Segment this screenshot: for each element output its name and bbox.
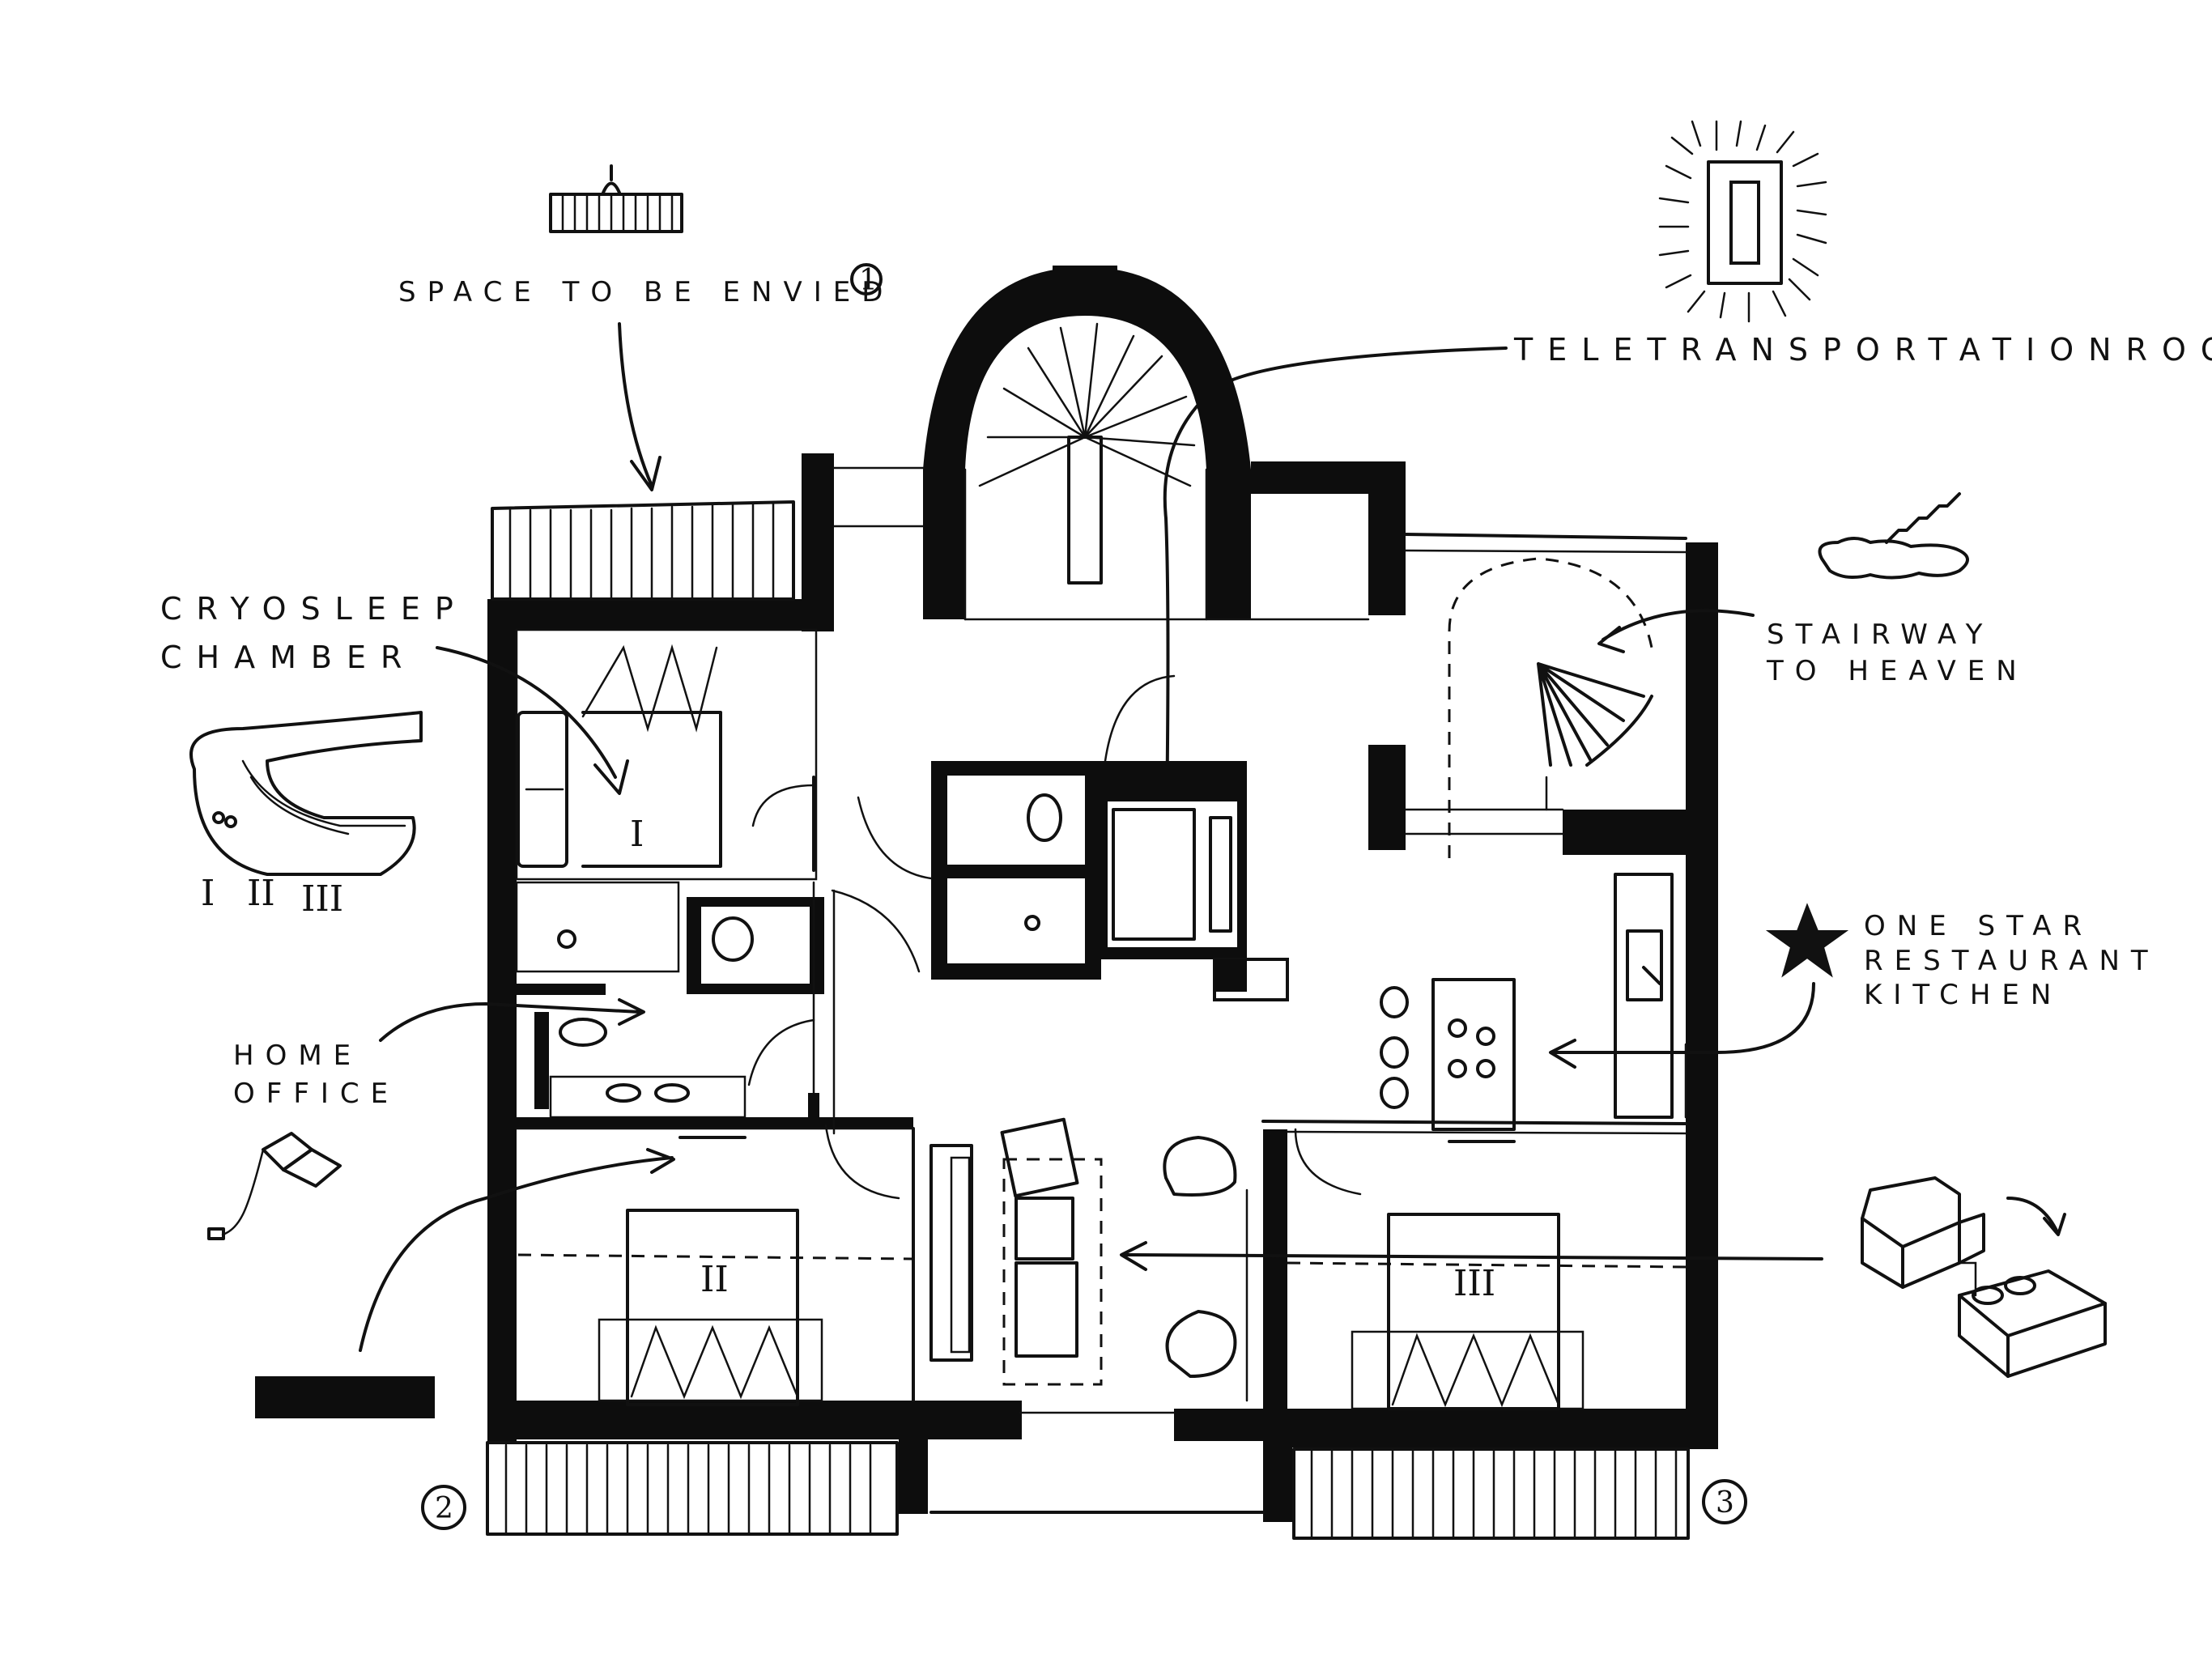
cryosleep-arrow xyxy=(436,646,629,795)
outer-walls xyxy=(487,266,1718,1522)
central-bath-block xyxy=(831,674,1289,1135)
sofa-icon xyxy=(1861,1176,1985,1289)
marker-3-circle xyxy=(1702,1479,1747,1524)
cryo-numeral-2: II xyxy=(247,873,275,914)
stairway-label-line2: TO HEAVEN xyxy=(1766,655,2028,687)
marker-3-label: 3 xyxy=(1716,1486,1734,1520)
restaurant-label-line3: KITCHEN xyxy=(1864,979,2062,1011)
black-bar-icon xyxy=(255,1376,435,1418)
kitchen xyxy=(1380,873,1687,1131)
fan-stair xyxy=(1537,662,1653,767)
room-I-label: I xyxy=(630,814,644,855)
cloud-stairs-icon xyxy=(1818,492,1969,580)
balcony-top-left xyxy=(491,500,795,601)
room-I xyxy=(515,628,818,881)
marker-1-circle xyxy=(850,263,883,295)
bottom-left-arrow xyxy=(359,1148,675,1352)
space-to-be-envied-label: SPACE TO BE ENVIED xyxy=(398,276,894,308)
room-II-label: II xyxy=(700,1259,729,1300)
space-arrow xyxy=(618,322,661,491)
cryosleep-label-line2: CHAMBER xyxy=(160,640,416,675)
room-III xyxy=(1261,1120,1687,1410)
room-II xyxy=(515,1117,915,1406)
stairway-room xyxy=(1404,533,1687,858)
home-office-label-line1: HOME xyxy=(233,1039,362,1072)
cryo-numeral-1: I xyxy=(201,873,215,914)
laptop-icon xyxy=(207,1132,342,1240)
restaurant-label-line1: ONE STAR xyxy=(1864,910,2093,942)
home-office-label-line2: OFFICE xyxy=(233,1078,399,1110)
radiator-icon xyxy=(549,164,683,233)
bed-arrow xyxy=(1120,1241,1823,1271)
marker-1-label: 1 xyxy=(859,264,878,297)
cryo-numeral-3: III xyxy=(301,878,343,920)
marker-2-circle xyxy=(421,1485,466,1530)
bed-icon xyxy=(1958,1261,2107,1378)
balcony-bottom-right xyxy=(1292,1448,1690,1540)
sofa-to-bed-arrow xyxy=(2006,1197,2066,1236)
portal-icon xyxy=(1658,120,1827,323)
star-icon xyxy=(1765,903,1849,978)
restaurant-arrow xyxy=(1549,982,1815,1069)
home-office-arrow xyxy=(379,998,645,1042)
stairway-arrow xyxy=(1597,609,1755,653)
balcony-bottom-left xyxy=(486,1441,899,1536)
stairway-label-line1: STAIRWAY xyxy=(1767,619,1993,651)
marker-2-label: 2 xyxy=(435,1492,453,1525)
restaurant-label-line2: RESTAURANT xyxy=(1864,945,2159,977)
bathroom-left xyxy=(515,881,824,1119)
cryo-pod-icon xyxy=(189,711,423,876)
spiral-stair xyxy=(963,322,1208,621)
room-III-label: III xyxy=(1453,1263,1495,1304)
cryosleep-label-line1: CRYOSLEEP xyxy=(160,591,468,627)
living-area xyxy=(929,1117,1249,1414)
teletransportation-room-label: TELETRANSPORTATIONROOM xyxy=(1513,332,2212,368)
